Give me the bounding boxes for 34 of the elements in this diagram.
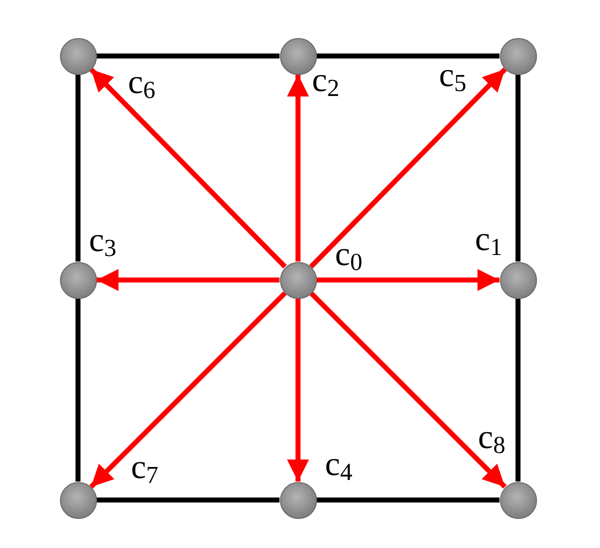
sphere-node [500, 38, 536, 74]
sphere-node [60, 482, 96, 518]
arrow [316, 269, 500, 291]
connector-line [76, 298, 80, 482]
sphere-node [60, 262, 96, 298]
vector-label: c$_{4}$ [325, 445, 352, 488]
arrow [287, 298, 309, 482]
vector-label: c$_{2}$ [312, 61, 340, 104]
vector-label: c$_{6}$ [128, 63, 156, 106]
connector-line [76, 74, 80, 262]
connector-line [96, 498, 280, 502]
arrow [287, 74, 309, 262]
arrow [89, 291, 287, 489]
vector-label: c$_{3}$ [89, 221, 116, 264]
vector-label: c$_{1}$ [475, 220, 502, 262]
sphere-node [500, 262, 536, 298]
connector-line [316, 54, 500, 58]
connector-line [516, 298, 520, 482]
connector-line [516, 74, 520, 262]
vector-label: c$_{8}$ [478, 418, 506, 460]
sphere-node [500, 482, 536, 518]
sphere-node [280, 38, 316, 74]
sphere-node [280, 262, 316, 298]
arrow [89, 67, 287, 269]
arrow [96, 269, 280, 291]
arrow [309, 67, 507, 269]
sphere-node [60, 38, 96, 74]
vector-label: c$_{7}$ [131, 448, 158, 490]
vector-label: c$_{5}$ [439, 56, 466, 98]
connector-line [96, 54, 280, 58]
connector-line [316, 498, 500, 502]
arrow [309, 291, 507, 489]
sphere-node [280, 482, 316, 518]
vector-label: c$_{0}$ [335, 235, 362, 278]
